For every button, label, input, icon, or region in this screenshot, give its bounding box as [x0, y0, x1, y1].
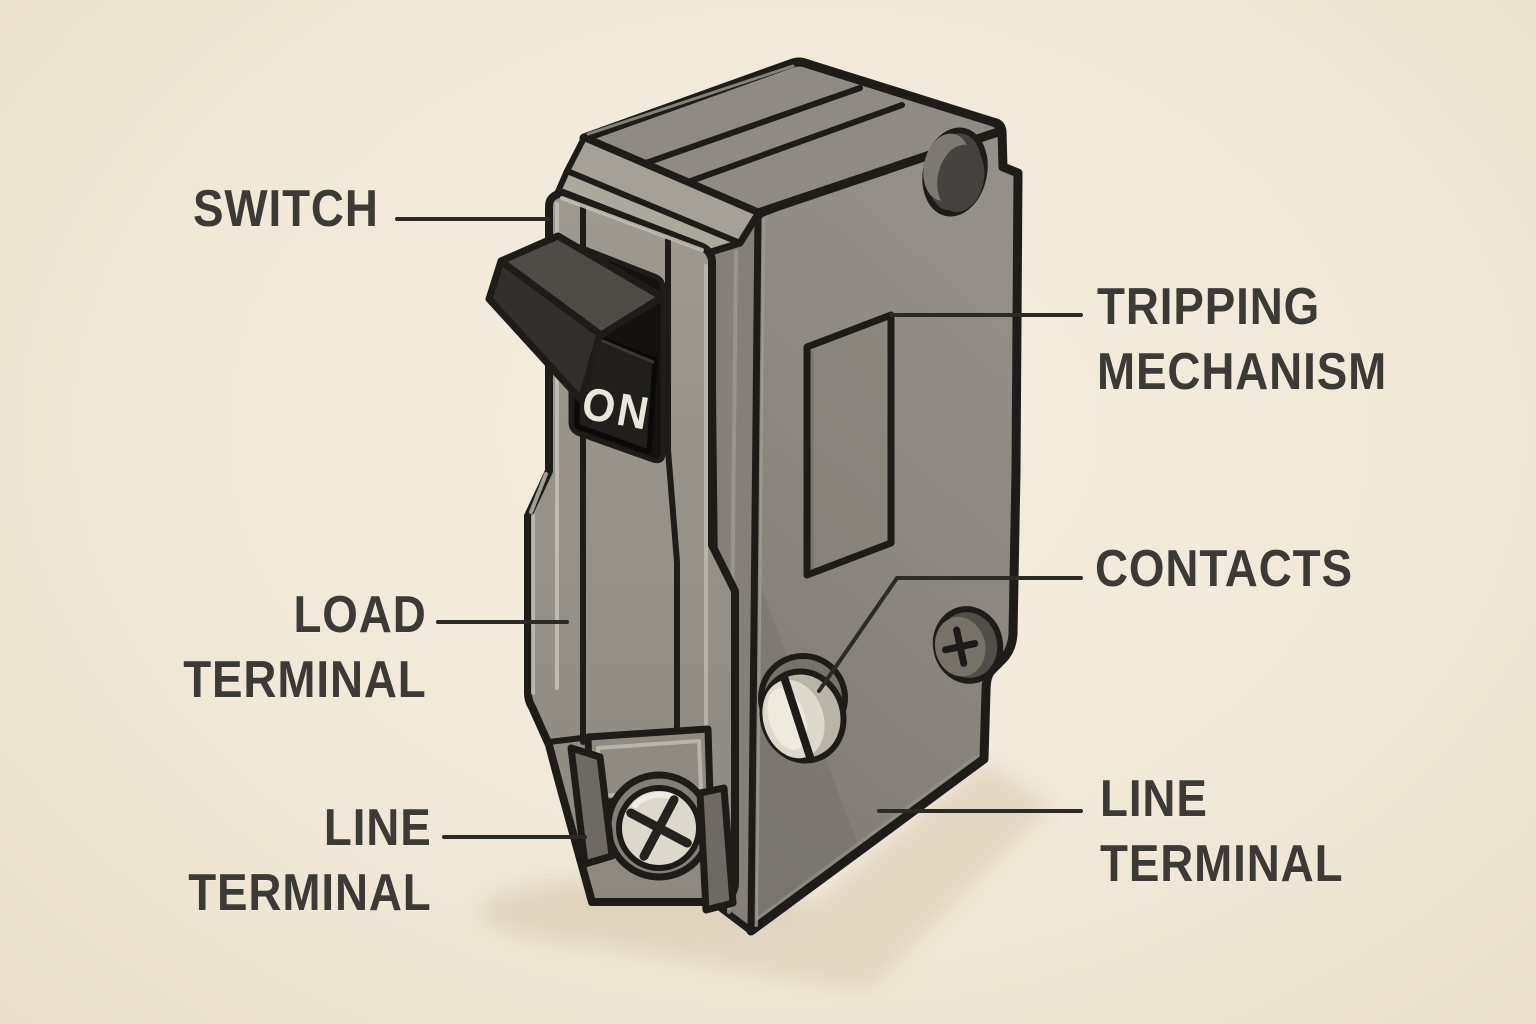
label-switch: SWITCH [193, 177, 379, 242]
label-text: TERMINAL [183, 651, 427, 709]
leader-contacts [817, 576, 1083, 693]
case-screw-icon [932, 606, 1004, 684]
label-text: TERMINAL [1100, 835, 1344, 893]
label-text: LINE [1100, 770, 1208, 828]
label-tripping-mechanism: TRIPPING MECHANISM [1097, 275, 1387, 405]
leader-lines [395, 217, 1083, 839]
breaker-switch: ON [485, 232, 666, 464]
line-terminal-assembly [567, 725, 737, 914]
label-load-terminal: LOAD TERMINAL [184, 583, 427, 713]
label-text: LOAD [293, 586, 427, 644]
contacts-screw-icon [758, 653, 848, 764]
label-text: LINE [324, 799, 432, 857]
switch-handle-top [497, 232, 666, 339]
mounting-hole [922, 127, 988, 217]
label-text: SWITCH [193, 180, 379, 238]
label-text: TRIPPING [1097, 278, 1321, 336]
terminal-clip-left [567, 744, 616, 868]
phillips-screw-icon [616, 785, 702, 871]
tripping-mechanism-recess [803, 311, 895, 579]
label-line-terminal-right: LINE TERMINAL [1100, 767, 1343, 897]
label-text: CONTACTS [1095, 540, 1353, 598]
label-contacts: CONTACTS [1095, 537, 1353, 602]
switch-on-text: ON [578, 378, 655, 440]
label-line-terminal-bottom: LINE TERMINAL [189, 796, 432, 926]
label-text: MECHANISM [1097, 343, 1388, 401]
label-text: TERMINAL [188, 864, 432, 922]
terminal-clip-right [696, 784, 737, 914]
